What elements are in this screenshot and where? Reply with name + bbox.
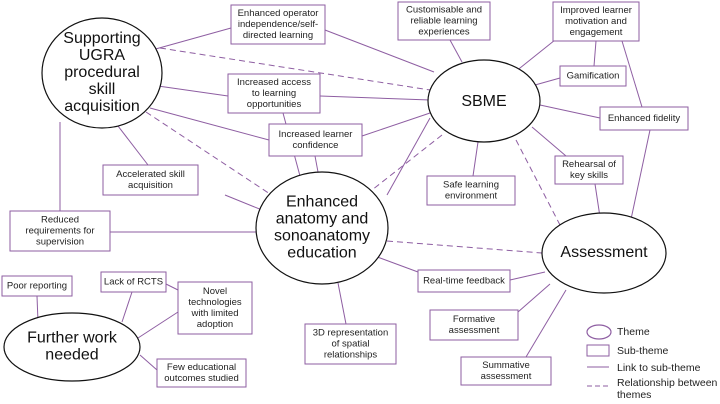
link-assess-rehearsal — [594, 183, 601, 218]
link-sbme-fidelity — [539, 104, 601, 119]
link-sbme-motivation — [514, 39, 556, 73]
theme-anatomy-ellipse — [255, 171, 389, 285]
link-ugra-confidence — [149, 107, 270, 141]
subtheme-supervision-box — [9, 210, 111, 252]
theme-ugra-ellipse — [41, 17, 163, 129]
subtheme-operator-box — [230, 4, 326, 45]
relationship-ugra-anatomy — [145, 111, 271, 195]
legend-theme-label: Theme — [617, 326, 650, 338]
subtheme-rcts-label: Lack of RCTS — [104, 277, 163, 288]
subtheme-accelerated-box — [102, 164, 199, 196]
link-sbme-custom — [449, 39, 463, 63]
subtheme-confidence-box — [268, 123, 363, 157]
subtheme-gamification-box — [559, 65, 627, 87]
theme-sbme-ellipse — [427, 59, 541, 143]
legend-subtheme-label: Sub-theme — [617, 345, 669, 357]
link-assess-feedback — [509, 271, 546, 281]
subtheme-feedback-box — [417, 269, 511, 293]
subtheme-poor-label: Poor reporting — [7, 281, 67, 292]
legend — [586, 324, 612, 387]
relationship-sbme-assessment — [515, 139, 561, 226]
link-assess-fidelity — [629, 129, 651, 225]
legend-link-label: Link to sub-theme — [617, 362, 701, 374]
legend-subtheme-symbol — [586, 344, 610, 357]
link-assess-formative — [517, 283, 551, 313]
relationship-anatomy-assessment — [386, 240, 543, 254]
link-further-outcomes — [139, 354, 158, 371]
link-ugra-operator — [151, 27, 232, 51]
link-anatomy-confidence — [314, 155, 319, 173]
link-anatomy-spatial — [337, 282, 347, 325]
link-motivation-fidelity — [621, 40, 643, 108]
link-sbme-gamification — [534, 77, 561, 86]
subtheme-access-box — [227, 73, 321, 114]
subtheme-fidelity-box — [599, 106, 689, 131]
theme-sbme-label: SBME — [461, 93, 506, 110]
theme-assessment-ellipse — [541, 212, 667, 294]
link-further-rcts — [121, 291, 133, 323]
link-ugra-accelerated — [117, 125, 149, 166]
subtheme-safe-box — [426, 175, 516, 206]
link-rcts-novel — [165, 283, 179, 291]
link-further-novel — [137, 311, 179, 339]
link-sbme-access — [319, 95, 431, 101]
link-motivation-gamification — [593, 40, 597, 67]
theme-further-ellipse — [3, 312, 141, 382]
link-anatomy-feedback — [371, 254, 419, 273]
link-sbme-operator — [324, 29, 435, 73]
subtheme-custom-box — [397, 1, 491, 41]
subtheme-fidelity-label: Enhanced fidelity — [608, 113, 681, 124]
link-anatomy-accelerated — [224, 194, 263, 211]
subtheme-feedback-label: Real-time feedback — [423, 276, 505, 287]
subtheme-outcomes-box — [156, 358, 247, 388]
subtheme-novel-box — [177, 281, 253, 335]
legend-theme-symbol — [586, 324, 612, 340]
subtheme-rcts-box — [100, 271, 167, 293]
link-anatomy-sbme — [386, 117, 431, 196]
subtheme-summative-box — [460, 356, 552, 386]
link-assess-summative — [525, 289, 567, 358]
subtheme-spatial-box — [304, 323, 397, 365]
theme-assessment-label: Assessment — [560, 244, 648, 261]
link-sbme-safe — [472, 141, 479, 177]
link-sbme-confidence — [361, 112, 431, 137]
relationship-sbme-anatomy — [371, 134, 443, 191]
link-sbme-rehearsal — [531, 126, 567, 157]
relationship-ugra-sbme — [159, 47, 431, 91]
link-ugra-access — [157, 85, 229, 97]
subtheme-motivation-box — [552, 1, 640, 42]
subtheme-formative-box — [429, 309, 519, 341]
subtheme-gamification-label: Gamification — [567, 71, 620, 82]
subtheme-poor-box — [1, 275, 73, 297]
subtheme-rehearsal-box — [554, 155, 624, 185]
